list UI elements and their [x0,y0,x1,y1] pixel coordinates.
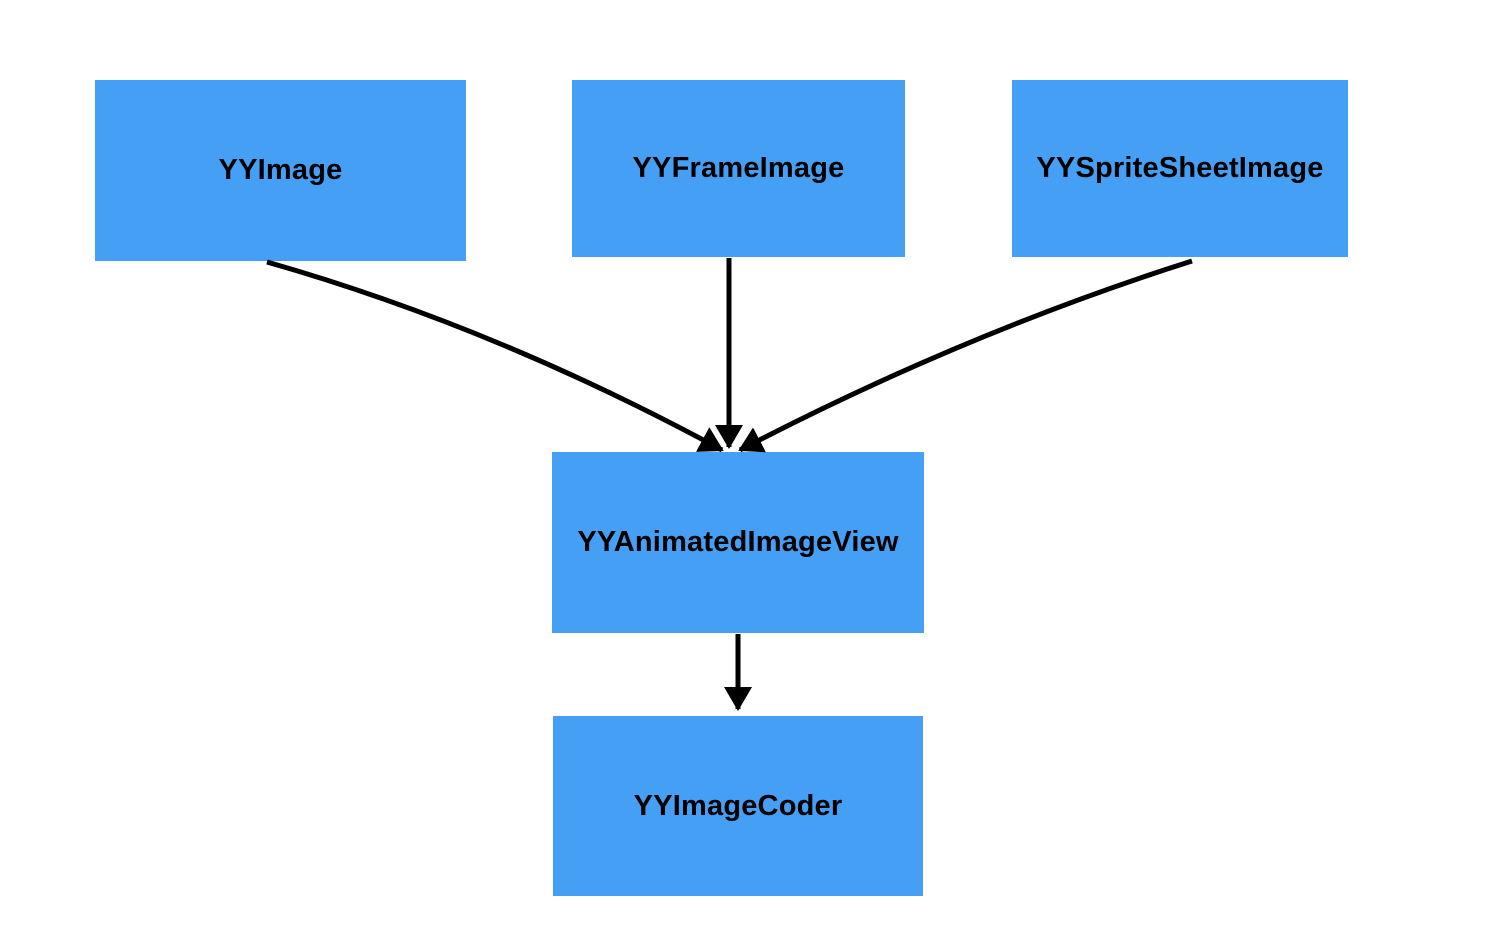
node-yyanimatedimageview-label: YYAnimatedImageView [577,526,899,558]
node-yyspritesheetimage-label: YYSpriteSheetImage [1036,152,1324,184]
node-yyanimatedimageview: YYAnimatedImageView [552,452,924,633]
node-yyframeimage-label: YYFrameImage [632,152,845,184]
node-yyimagecoder: YYImageCoder [553,716,923,896]
node-yyframeimage: YYFrameImage [572,80,905,257]
edge-yyspritesheetimage-to-yyanimatedimageview [738,258,1193,453]
node-yyspritesheetimage: YYSpriteSheetImage [1012,80,1348,257]
node-yyimage: YYImage [95,80,466,261]
edge-yyimage-to-yyanimatedimageview [266,259,724,453]
node-yyimage-label: YYImage [218,154,343,186]
node-yyimagecoder-label: YYImageCoder [633,789,843,822]
